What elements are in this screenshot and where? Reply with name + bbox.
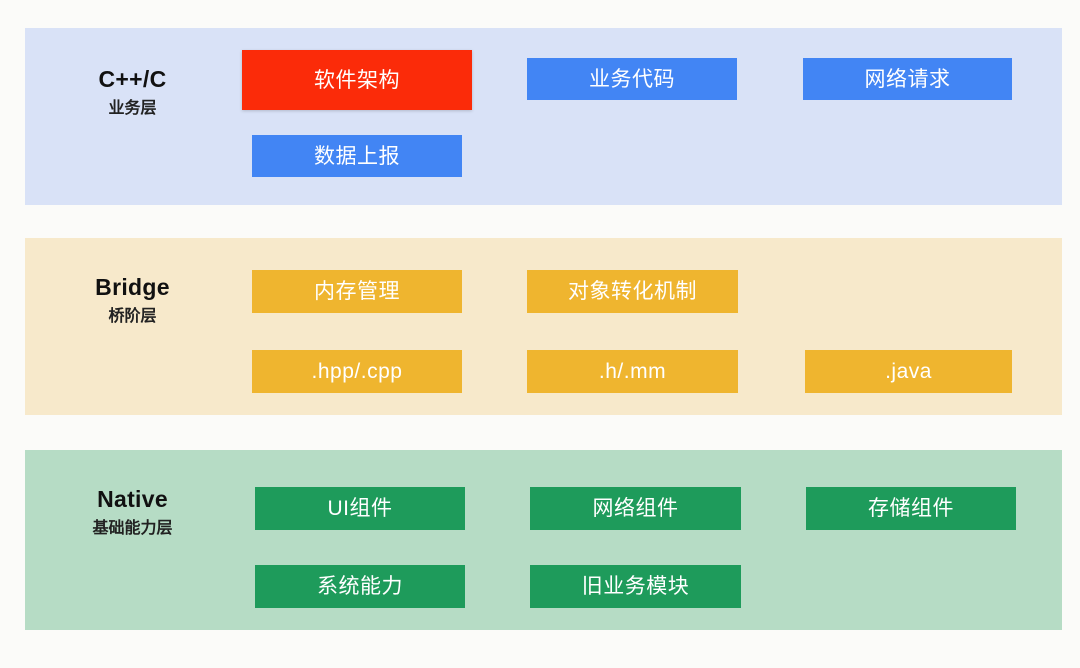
chip-hpp-cpp[interactable]: .hpp/.cpp bbox=[252, 350, 462, 393]
layer-title-cn-bridge: 桥阶层 bbox=[108, 308, 157, 325]
chip-ui-component[interactable]: UI组件 bbox=[255, 487, 465, 530]
layer-label-native: Native 基础能力层 bbox=[25, 450, 240, 668]
chip-network-request[interactable]: 网络请求 bbox=[803, 58, 1012, 100]
chip-system-capability[interactable]: 系统能力 bbox=[255, 565, 465, 608]
chip-object-conversion-mechanism[interactable]: 对象转化机制 bbox=[527, 270, 738, 313]
layer-title-en-bridge: Bridge bbox=[95, 274, 170, 300]
chip-memory-management[interactable]: 内存管理 bbox=[252, 270, 462, 313]
chip-legacy-business-module[interactable]: 旧业务模块 bbox=[530, 565, 741, 608]
layer-title-en-native: Native bbox=[97, 486, 168, 512]
layer-label-cpp: C++/C 业务层 bbox=[25, 28, 240, 245]
chip-software-architecture[interactable]: 软件架构 bbox=[242, 50, 472, 110]
chip-network-component[interactable]: 网络组件 bbox=[530, 487, 741, 530]
layer-title-cn-cpp: 业务层 bbox=[108, 100, 157, 117]
chip-h-mm[interactable]: .h/.mm bbox=[527, 350, 738, 393]
layer-label-bridge: Bridge 桥阶层 bbox=[25, 238, 240, 453]
chip-java[interactable]: .java bbox=[805, 350, 1012, 393]
layer-title-en-cpp: C++/C bbox=[98, 66, 167, 92]
chip-business-code[interactable]: 业务代码 bbox=[527, 58, 737, 100]
chip-data-reporting[interactable]: 数据上报 bbox=[252, 135, 462, 177]
chip-storage-component[interactable]: 存储组件 bbox=[806, 487, 1016, 530]
layer-band-cpp: C++/C 业务层 bbox=[25, 28, 1062, 205]
layer-title-cn-native: 基础能力层 bbox=[92, 520, 173, 537]
